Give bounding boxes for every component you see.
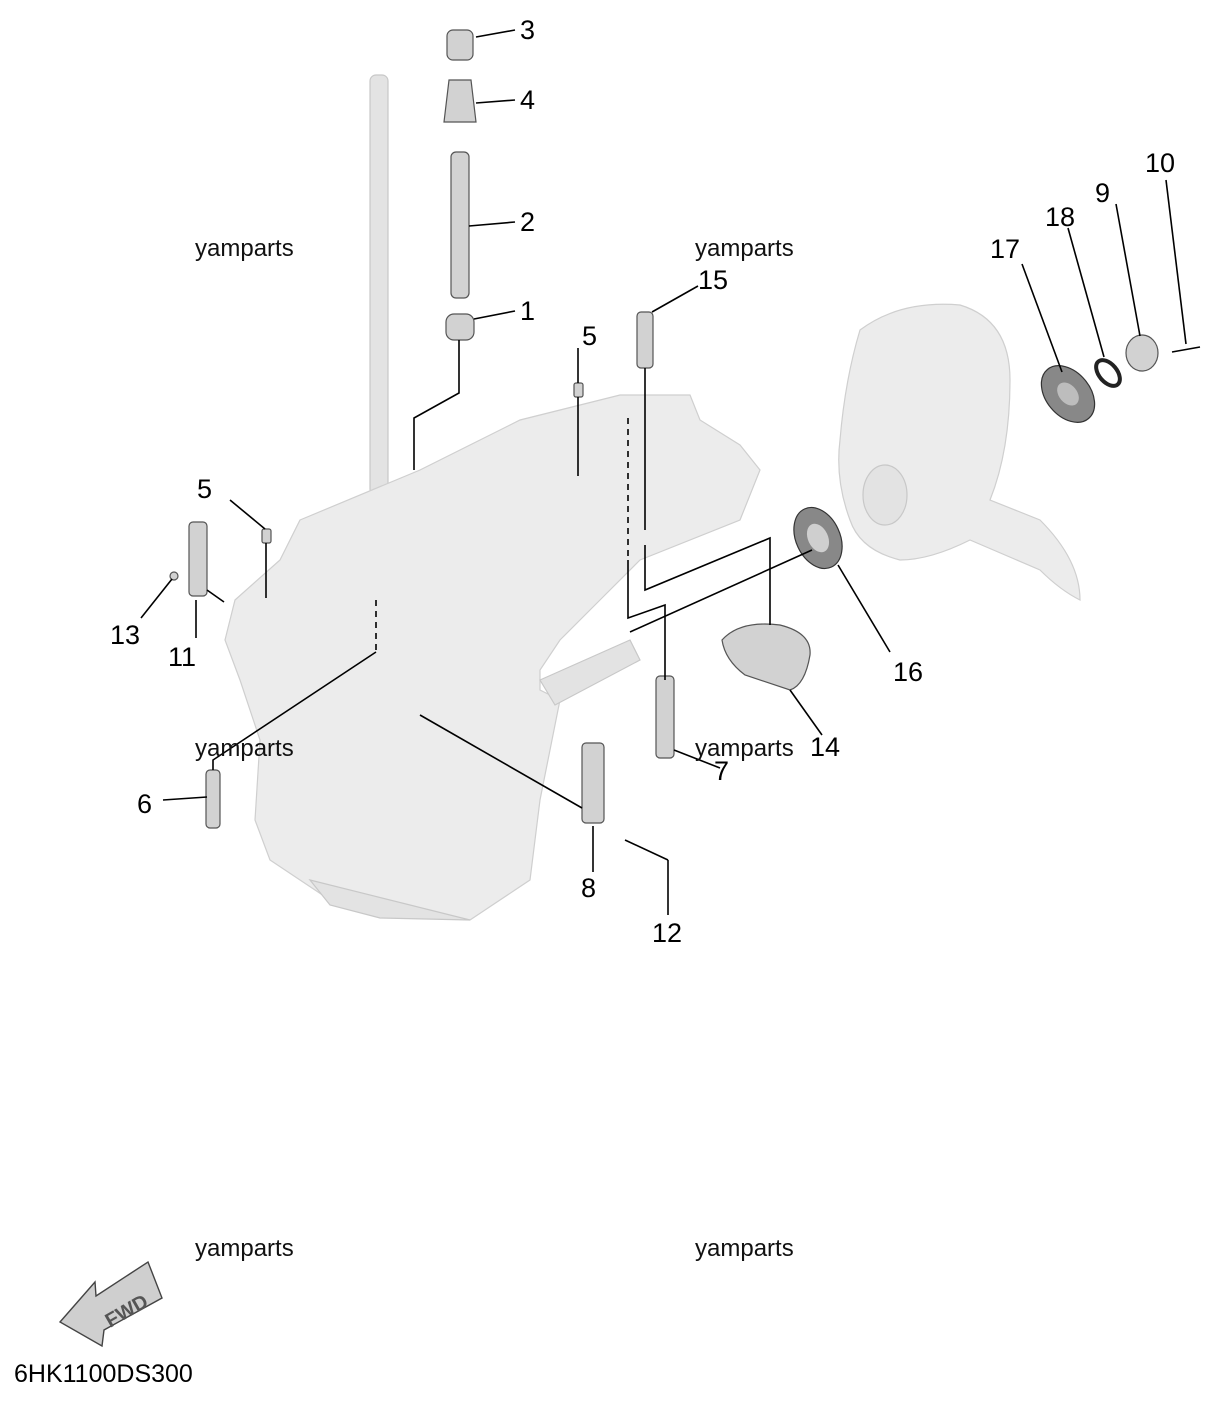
callout-11: 13	[110, 620, 140, 650]
watermark-6: yamparts	[695, 1235, 794, 1262]
callout-1: 1	[520, 296, 535, 326]
skeg	[308, 878, 471, 921]
part-13-bolt	[636, 311, 654, 369]
part-3-cap	[446, 29, 474, 61]
callout-2: 2	[520, 207, 535, 237]
part-10-screw	[624, 839, 669, 861]
callout-13: 15	[698, 265, 728, 295]
part-5-dowel-a	[573, 382, 584, 398]
callout-14: 16	[893, 657, 923, 687]
watermark-4: yamparts	[695, 735, 794, 762]
callout-7: 7	[714, 756, 729, 786]
propeller-shaft	[539, 639, 641, 706]
callout-4: 4	[520, 85, 535, 115]
fwd-arrow: FWD	[58, 1260, 163, 1348]
callout-8: 8	[581, 873, 596, 903]
part-17-nut	[1125, 334, 1159, 372]
callout-16: 18	[1045, 202, 1075, 232]
part-12-trim-tab	[721, 623, 811, 691]
part-1-grommet	[445, 313, 475, 341]
part-16-washer	[1094, 358, 1122, 388]
callout-5-left: 5	[197, 474, 212, 504]
propeller-hub	[862, 464, 908, 526]
watermark-2: yamparts	[695, 235, 794, 262]
part-11-washer	[169, 571, 179, 581]
watermark-3: yamparts	[195, 735, 294, 762]
watermarks: yamparts yamparts yamparts yamparts yamp…	[195, 235, 794, 1262]
leader-lines	[140, 29, 1187, 915]
part-18-cotter-pin	[1171, 346, 1201, 353]
part-5-dowel-b	[261, 528, 272, 544]
callout-3: 3	[520, 15, 535, 45]
callout-6: 6	[137, 789, 152, 819]
callout-labels: 3 4 2 1 15 5 5 13 11 6 7 8 12 14 16 17 1…	[110, 15, 1175, 948]
callout-5-upper: 5	[582, 321, 597, 351]
drive-shaft	[369, 74, 389, 496]
propeller	[838, 303, 1081, 601]
watermark-5: yamparts	[195, 1235, 294, 1262]
callout-10: 12	[652, 918, 682, 948]
gearcase-body	[224, 394, 761, 921]
part-8-anode	[581, 742, 605, 824]
part-9-anode	[188, 521, 208, 597]
fwd-arrow-icon	[58, 1260, 163, 1348]
diagram-code: 6HK1100DS300	[14, 1360, 193, 1388]
callout-18: 10	[1145, 148, 1175, 178]
watermark-1: yamparts	[195, 235, 294, 262]
callout-12: 14	[810, 732, 840, 762]
callout-17: 9	[1095, 178, 1110, 208]
part-2-tube	[450, 151, 470, 299]
callout-15: 17	[990, 234, 1020, 264]
part-4-boot	[443, 79, 477, 123]
part-7-bolt	[655, 675, 675, 759]
part-6-bolt	[205, 769, 221, 829]
lower-unit-housing	[224, 74, 1081, 921]
callout-9: 11	[168, 642, 196, 672]
